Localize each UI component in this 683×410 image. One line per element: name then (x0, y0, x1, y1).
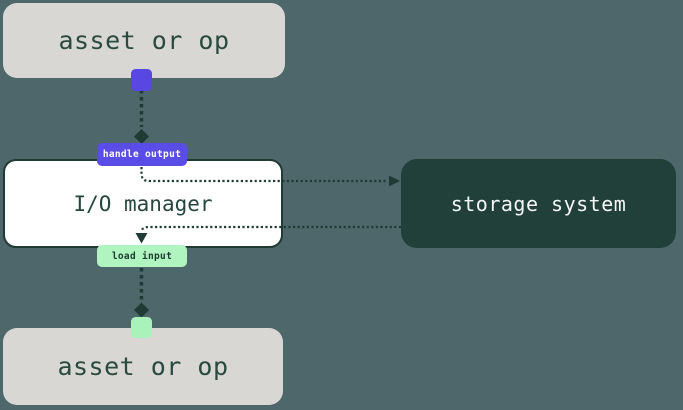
node-storage-system-label: storage system (450, 191, 627, 216)
edge-label-load-input: load input (97, 245, 187, 267)
diamond-arrowhead-load-input (134, 302, 149, 318)
diamond-arrowhead-handle-output (134, 129, 149, 144)
edge-label-handle-output: handle output (97, 143, 187, 166)
edge-label-load-input-text: load input (111, 250, 173, 262)
edge-label-handle-output-text: handle output (102, 149, 182, 160)
node-asset-or-op-top: asset or op (3, 3, 285, 78)
node-asset-or-op-bottom: asset or op (3, 328, 283, 405)
right-arrowhead-into-storage (389, 175, 400, 187)
output-port-square (131, 69, 152, 91)
node-storage-system: storage system (401, 159, 676, 248)
node-io-manager: I/O manager (3, 159, 283, 248)
input-port-square (131, 317, 152, 338)
node-asset-or-op-top-label: asset or op (58, 26, 230, 55)
node-io-manager-label: I/O manager (73, 191, 213, 216)
node-asset-or-op-bottom-label: asset or op (57, 352, 229, 381)
